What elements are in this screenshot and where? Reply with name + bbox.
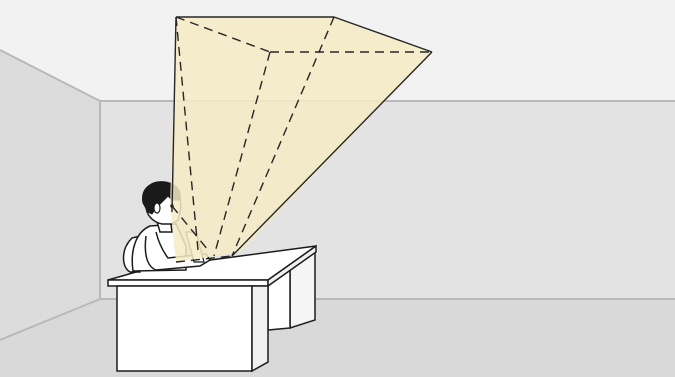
frustum-solid-edges [171,16,433,257]
eye-point [170,204,174,208]
desk-top-edge-front [107,279,269,287]
frustum-fill [170,17,432,262]
desk-front-pedestal [116,285,253,372]
frustum-dashed-edges [171,16,432,263]
person-ear [153,202,161,214]
desk-front-pedestal-side [251,285,269,373]
floor [0,299,675,377]
left-wall [0,50,100,340]
desk-top-edge-side [267,244,317,288]
view-frustum [170,16,433,263]
